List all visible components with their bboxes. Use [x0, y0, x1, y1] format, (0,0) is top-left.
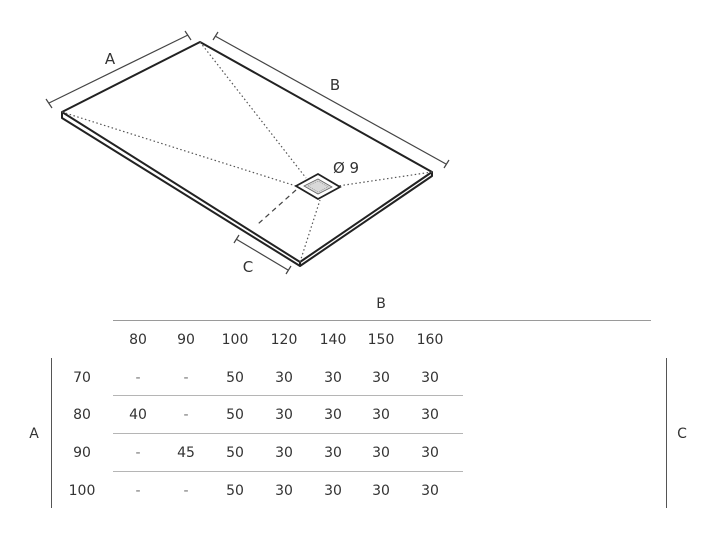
- table-cell: 30: [421, 370, 439, 386]
- table-cell: -: [135, 445, 141, 461]
- table-cell: 30: [372, 445, 390, 461]
- table-cell: 50: [226, 407, 244, 423]
- col-header: 120: [270, 332, 298, 348]
- table-cell: -: [135, 483, 141, 499]
- col-header: 100: [221, 332, 249, 348]
- col-header: 80: [129, 332, 147, 348]
- table-cell: 30: [421, 445, 439, 461]
- dimension-a-label: A: [105, 50, 116, 68]
- row-label: 70: [73, 370, 91, 386]
- row-label: 90: [73, 445, 91, 461]
- row-divider: [113, 395, 463, 396]
- drain-diameter-label: Ø 9: [333, 159, 359, 177]
- slope-lines: [61, 41, 433, 263]
- col-header: 160: [416, 332, 444, 348]
- row-group-bracket: [51, 358, 52, 508]
- table-cell: 40: [129, 407, 147, 423]
- table-cell: 30: [324, 445, 342, 461]
- shower-tray-diagram: A B C Ø 9: [45, 30, 450, 276]
- row-divider: [113, 471, 463, 472]
- header-rule: [113, 320, 651, 321]
- dimension-c-label: C: [243, 258, 253, 276]
- table-cell: 30: [275, 407, 293, 423]
- dimension-c: [233, 234, 292, 275]
- drain-grate-icon: [294, 172, 342, 201]
- col-group-label: B: [376, 296, 386, 312]
- table-cell: 30: [324, 370, 342, 386]
- table-cell: 50: [226, 483, 244, 499]
- table-cell: 30: [275, 445, 293, 461]
- table-cell: 30: [372, 483, 390, 499]
- table-cell: -: [183, 483, 189, 499]
- table-cell: 30: [421, 407, 439, 423]
- row-label: 100: [68, 483, 96, 499]
- table-cell: 30: [372, 370, 390, 386]
- table-cell: 50: [226, 445, 244, 461]
- row-label: 80: [73, 407, 91, 423]
- right-label: C: [677, 426, 687, 442]
- table-cell: -: [183, 407, 189, 423]
- table-cell: 30: [275, 483, 293, 499]
- dimension-a: [45, 30, 192, 109]
- table-cell: 50: [226, 370, 244, 386]
- dimension-b-label: B: [330, 76, 340, 94]
- table-cell: 30: [324, 407, 342, 423]
- dimension-b: [212, 31, 450, 169]
- right-bracket: [666, 358, 667, 508]
- row-divider: [113, 433, 463, 434]
- table-cell: -: [183, 370, 189, 386]
- table-cell: 45: [177, 445, 195, 461]
- table-cell: 30: [324, 483, 342, 499]
- col-header: 90: [177, 332, 195, 348]
- table-cell: 30: [275, 370, 293, 386]
- table-cell: -: [135, 370, 141, 386]
- row-group-label: A: [29, 426, 39, 442]
- table-cell: 30: [421, 483, 439, 499]
- table-cell: 30: [372, 407, 390, 423]
- col-header: 150: [367, 332, 395, 348]
- col-header: 140: [319, 332, 347, 348]
